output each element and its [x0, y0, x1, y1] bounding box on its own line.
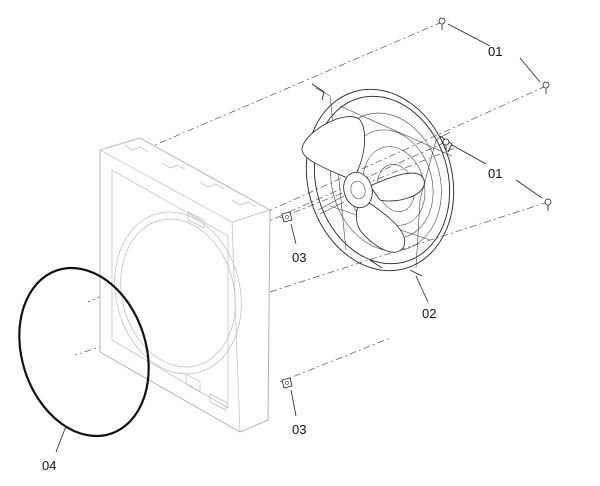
leader-04	[55, 425, 67, 453]
fan-hub	[343, 171, 373, 209]
fan-blade-2	[356, 197, 406, 253]
screw-top-right	[542, 81, 550, 94]
guard-ring-outer	[305, 88, 455, 272]
fan-shaft	[317, 195, 345, 215]
gasket-ring	[18, 266, 150, 438]
axis-line-nut-bottom	[279, 337, 391, 383]
leader-01-mid	[451, 144, 487, 165]
shroud-edge	[231, 221, 241, 433]
fan-assembly	[301, 83, 455, 277]
fan-shroud	[99, 137, 271, 433]
shroud-tab-bottom	[185, 373, 201, 393]
guard-ring-3	[330, 112, 442, 252]
shroud-opening-inner	[120, 218, 236, 368]
guard-strut-top	[339, 105, 453, 157]
guard-ring-2	[313, 95, 451, 265]
callout-nut-bottom: 03	[292, 422, 306, 437]
fan-hub-center	[350, 180, 366, 200]
nut-bottom	[281, 377, 293, 389]
leader-03-bottom	[290, 389, 297, 417]
fan-blade-1	[301, 116, 365, 181]
callout-screw-top: 01	[488, 44, 502, 59]
shroud-notch-4	[231, 199, 257, 208]
callout-fan: 02	[422, 306, 436, 321]
leader-02	[415, 275, 429, 303]
callout-screw-mid: 01	[488, 166, 502, 181]
guard-strut-right	[415, 131, 451, 269]
leader-lines	[55, 23, 543, 453]
shroud-top-face	[99, 137, 271, 223]
callout-gasket: 04	[42, 458, 56, 473]
leader-01-top-right	[519, 57, 541, 83]
leader-01-mid-right	[515, 179, 543, 199]
callout-nut-top: 03	[292, 250, 306, 265]
shroud-notch-2	[161, 162, 187, 171]
shroud-opening-outer	[114, 211, 242, 375]
screw-mid-left	[442, 138, 450, 151]
shroud-outline	[99, 137, 271, 433]
leader-01-top	[447, 23, 491, 47]
shroud-tab-bottom-2	[209, 393, 227, 411]
guard-foot-bottom-left	[369, 259, 383, 269]
shroud-tab-top	[187, 211, 205, 229]
leader-03-top	[290, 223, 297, 245]
shroud-notch-3	[199, 181, 225, 190]
guard-foot-top-right	[439, 135, 453, 153]
shroud-notch-1	[124, 144, 149, 153]
screw-mid-right	[544, 198, 552, 211]
axis-line-screw-top-left	[119, 21, 443, 161]
guard-foot-bottom-right	[409, 269, 423, 277]
guard-foot-top-left	[311, 83, 325, 101]
screw-top-left	[438, 17, 446, 30]
nut-top	[281, 211, 293, 223]
fan-blade-3	[369, 172, 425, 202]
